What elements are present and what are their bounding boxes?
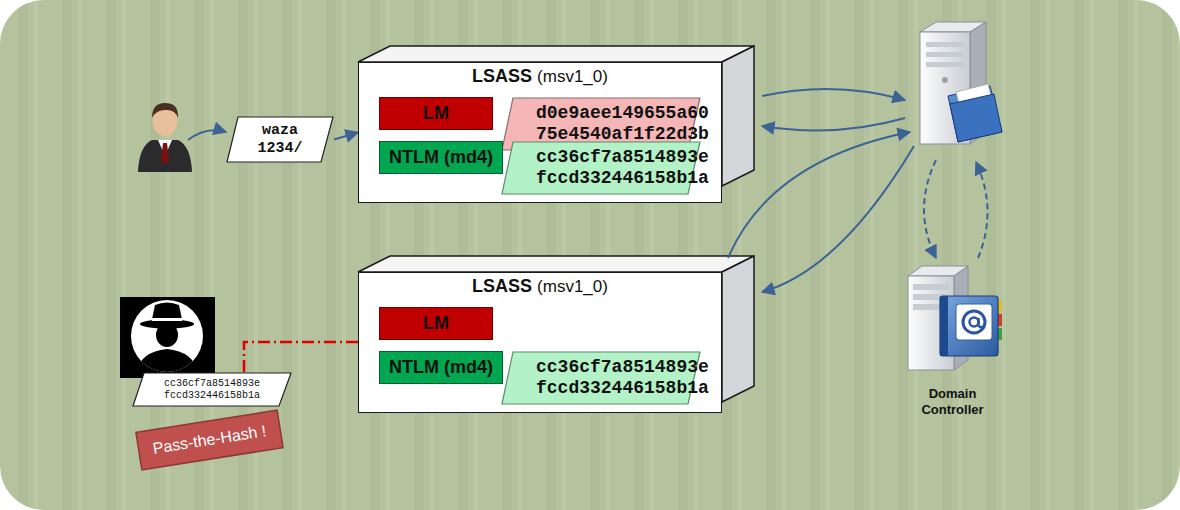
hacker-icon	[120, 297, 215, 378]
flow-arrow	[334, 133, 358, 140]
box-text: d0e9aee149655a60 75e4540af1f22d3b	[536, 103, 666, 144]
ntlm-box: NTLM (md4)	[379, 351, 503, 384]
file-server-icon	[920, 22, 1002, 144]
hash-box: cc36cf7a8514893e fccd332446158b1a	[501, 351, 701, 405]
attack-badge: Pass-the-Hash !	[135, 409, 284, 471]
box-title: (msv1_0)	[537, 67, 608, 86]
box-title: LSASS	[472, 276, 532, 296]
flow-arrows	[188, 89, 988, 292]
lsass-box: LSASS (msv1_0) LM NTLM (md4) cc36cf7a8514893…	[358, 272, 722, 413]
box-text: NTLM (md4)	[389, 147, 493, 168]
box-text: LM	[423, 313, 449, 334]
lm-box: LM	[379, 307, 493, 340]
domain-controller-icon	[908, 266, 1002, 370]
box-text: cc36cf7a8514893e fccd332446158b1a	[536, 147, 666, 188]
password-box: waza 1234/	[226, 116, 334, 163]
box-title: (msv1_0)	[537, 277, 608, 296]
lm-box: LM	[379, 97, 493, 130]
stolen-hash-box: cc36cf7a8514893e fccd332446158b1a	[132, 372, 292, 407]
box-text: LM	[423, 103, 449, 124]
box-text: cc36cf7a8514893e fccd332446158b1a	[157, 378, 267, 401]
lsass-box: LSASS (msv1_0) LM d0e9aee149655a60 75e4540a…	[358, 62, 722, 203]
box-text: Domain Controller	[910, 386, 995, 417]
ntlm-box: NTLM (md4)	[379, 141, 503, 174]
box-text: NTLM (md4)	[389, 357, 493, 378]
hash-box: cc36cf7a8514893e fccd332446158b1a	[501, 141, 701, 195]
server-label: Domain Controller	[895, 380, 1010, 424]
box-text: cc36cf7a8514893e fccd332446158b1a	[536, 357, 666, 398]
box-text: waza 1234/	[250, 122, 310, 157]
box-title: LSASS	[472, 66, 532, 86]
user-icon	[138, 103, 192, 172]
